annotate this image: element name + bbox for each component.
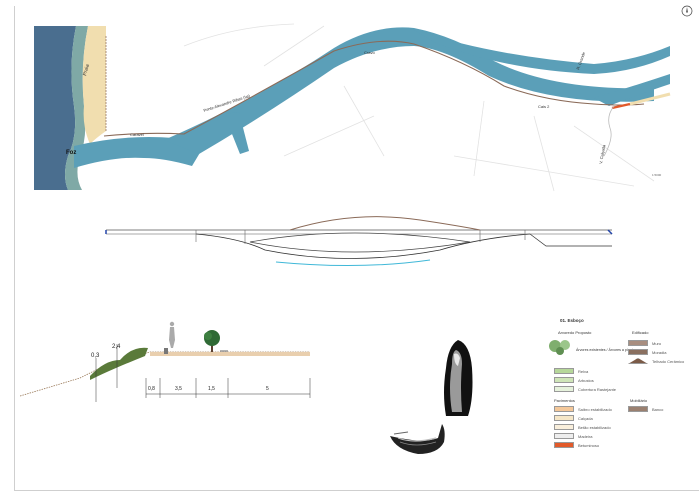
river-inlet xyxy=(224,112,249,154)
dim-4: 5 xyxy=(266,386,269,392)
height-2: 2,4 xyxy=(112,344,121,350)
river-arm-upper xyxy=(414,30,670,74)
river-main xyxy=(164,27,654,154)
legend-paving-5: Betuminoso xyxy=(554,442,599,448)
legend-group-paving-title: Pavimentos xyxy=(554,398,575,403)
legend-paving-4: Madeira xyxy=(554,433,592,439)
legend-paving-3: Betão estabilizado xyxy=(554,424,611,430)
drawing-sheet xyxy=(14,6,699,491)
legend-veg-2: Arbustos xyxy=(554,377,594,383)
legend: 01. Esboço Arvoredo Proposto Árvores exi… xyxy=(548,318,688,448)
legend-furniture-1: Banco xyxy=(628,406,663,412)
label-east-1: R. Grande xyxy=(575,51,586,71)
tree-icon xyxy=(204,330,220,352)
label-foz: Foz xyxy=(66,150,76,156)
river-mouth xyxy=(74,137,204,168)
bridge-elevation xyxy=(105,216,613,267)
person-icon xyxy=(169,321,175,348)
legend-building-2: Moradia xyxy=(628,349,666,355)
legend-veg-3: Cobertura Rastejante xyxy=(554,386,616,392)
legend-paving-2: Calçada xyxy=(554,415,593,421)
tree-cluster-icon xyxy=(549,340,570,355)
label-east-3: Cais 2 xyxy=(538,104,550,109)
legend-group-building-title: Edificado xyxy=(632,330,649,335)
hooded-figure-icon xyxy=(444,340,473,416)
map-scale: 1:5000 xyxy=(652,173,662,177)
dim-1: 0,8 xyxy=(148,386,155,392)
river-arm-lower xyxy=(594,74,670,106)
dim-2: 3,5 xyxy=(175,386,182,392)
label-road-top: Cravo xyxy=(364,50,375,55)
legend-group-trees-title: Arvoredo Proposto xyxy=(558,330,592,335)
legend-paving-1: Saibro estabilizado xyxy=(554,406,612,412)
site-plan-map: Praia Foz Ponte Alexandre Ribas (lat) Ca… xyxy=(34,23,671,192)
legend-group-furniture-title: Mobiliário xyxy=(630,398,648,403)
cross-section: 0,3 2,4 0,8 3,5 1,5 5 xyxy=(20,321,311,402)
label-east-2: V. Calçada xyxy=(598,144,606,165)
legend-building-1: Muro xyxy=(628,340,661,346)
slope-vegetation xyxy=(90,347,148,380)
legend-building-3: Telhado Cerâmico xyxy=(628,358,684,364)
road-accent xyxy=(611,102,631,110)
legend-trees-item: Árvores existentes / Árvores a plantar xyxy=(576,348,636,352)
legend-veg-1: Relva xyxy=(554,368,588,374)
road-line xyxy=(103,40,645,137)
legend-title: 01. Esboço xyxy=(560,318,584,323)
boat-icon xyxy=(390,424,445,454)
beach xyxy=(82,26,106,144)
sea xyxy=(34,26,76,190)
label-caravel: Caravel xyxy=(130,132,144,137)
dim-3: 1,5 xyxy=(208,386,215,392)
label-praia: Praia xyxy=(82,63,91,76)
north-arrow-icon xyxy=(681,5,693,17)
height-1: 0,3 xyxy=(91,353,100,359)
